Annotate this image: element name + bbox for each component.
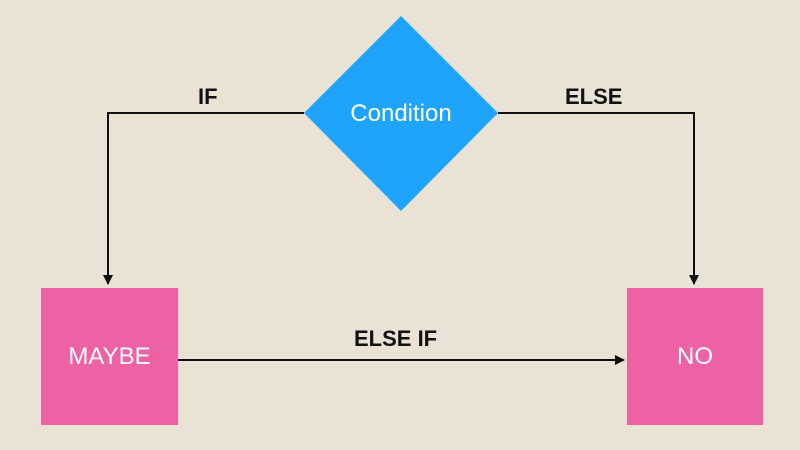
maybe-label: MAYBE bbox=[68, 342, 151, 370]
maybe-box bbox=[41, 288, 178, 425]
if-connector bbox=[103, 112, 304, 285]
if-edge-label: IF bbox=[198, 84, 218, 109]
else-edge-label: ELSE bbox=[565, 84, 623, 109]
condition-diamond bbox=[304, 16, 498, 211]
condition-label: Condition bbox=[350, 100, 452, 127]
no-box bbox=[627, 288, 763, 425]
else-if-edge-label: ELSE IF bbox=[354, 326, 438, 351]
else-connector bbox=[498, 112, 699, 285]
no-label: NO bbox=[677, 342, 713, 370]
